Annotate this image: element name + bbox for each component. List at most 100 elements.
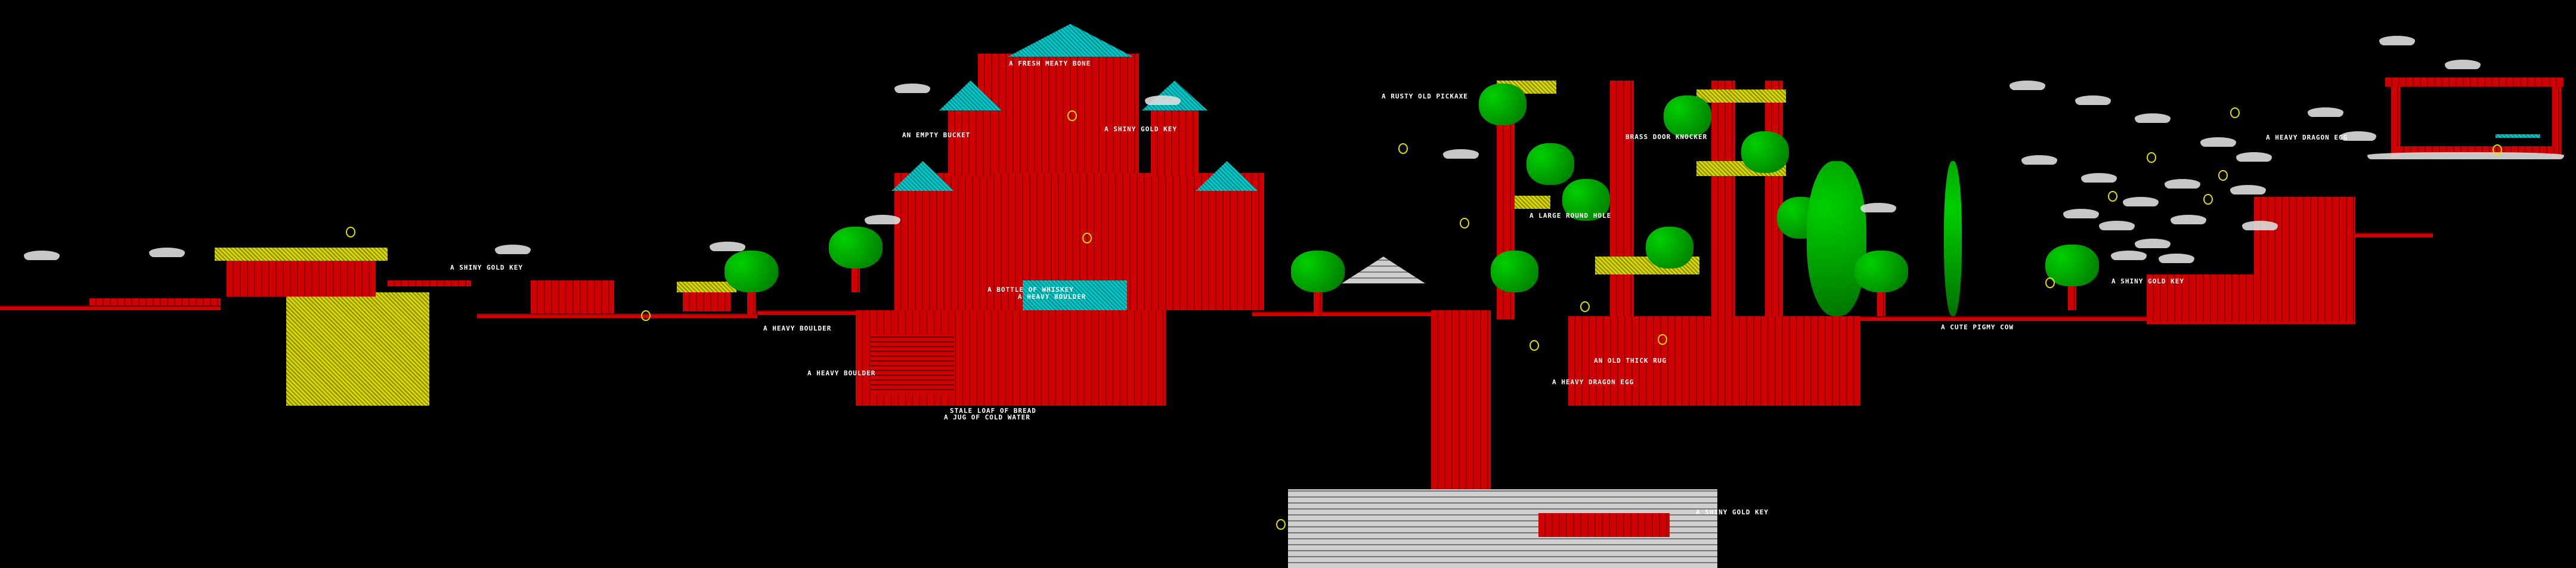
sky-building-roof xyxy=(2385,78,2564,87)
cloud-platform xyxy=(2367,152,2564,159)
rocky-hill-top xyxy=(2254,197,2355,322)
gold-coin-icon xyxy=(1658,334,1667,345)
tree-trunk xyxy=(1711,81,1735,319)
tree-canopy xyxy=(724,251,778,292)
item-label-stale-bread: STALE LOAF OF BREAD xyxy=(950,407,1036,415)
boulder-pile xyxy=(531,280,614,313)
cloud xyxy=(2200,137,2236,147)
cloud xyxy=(2099,221,2135,230)
cloud xyxy=(2242,221,2278,230)
cloud xyxy=(1860,203,1896,212)
rocky-hill xyxy=(2147,274,2254,322)
tree-trunk xyxy=(1314,292,1322,316)
ground xyxy=(0,305,221,310)
tree-trunk xyxy=(852,268,860,292)
item-label-pigmy-cow: A CUTE PIGMY COW xyxy=(1941,323,2014,331)
thatched-roof xyxy=(215,248,388,261)
cloud xyxy=(2308,107,2343,117)
gold-coin-icon xyxy=(1067,110,1077,121)
ground xyxy=(1789,316,2147,321)
tree-trunk xyxy=(2068,286,2076,310)
wooden-dock xyxy=(89,298,221,305)
foliage xyxy=(1646,227,1693,268)
treehouse-roof xyxy=(1515,196,1550,209)
castle-right-tower-roof xyxy=(1142,81,1208,110)
gold-coin-icon xyxy=(1082,233,1092,243)
hut-roof xyxy=(677,282,736,292)
item-label-brass-door-knocker: BRASS DOOR KNOCKER xyxy=(1626,133,1708,141)
cloud xyxy=(2010,81,2045,90)
item-label-gold-key-2: A SHINY GOLD KEY xyxy=(1104,125,1177,133)
cloud xyxy=(2171,215,2206,224)
item-label-heavy-boulder-1: A HEAVY BOULDER xyxy=(763,325,832,332)
item-label-cold-water-jug: A JUG OF COLD WATER xyxy=(944,413,1030,421)
cavern-bricks xyxy=(1538,513,1670,537)
cloud xyxy=(2123,197,2159,206)
pine-tree xyxy=(1807,161,1866,316)
cloud xyxy=(24,251,60,260)
gold-coin-icon xyxy=(1460,218,1469,229)
rope-bridge xyxy=(2355,233,2433,237)
gold-coin-icon xyxy=(1580,301,1590,312)
cloud xyxy=(2063,209,2099,218)
vertical-shaft xyxy=(1431,310,1491,495)
gold-coin-icon xyxy=(1276,519,1286,530)
ground xyxy=(757,310,936,315)
tree-canopy xyxy=(829,227,883,268)
item-label-dragon-egg-2: A HEAVY DRAGON EGG xyxy=(2266,134,2348,141)
cloud xyxy=(2135,239,2171,248)
cloud xyxy=(1443,149,1479,159)
gold-coin-icon xyxy=(2218,170,2228,181)
cloud xyxy=(865,215,900,224)
cloud xyxy=(2075,95,2111,105)
sky-table xyxy=(2496,134,2540,138)
cellar-rocks xyxy=(871,334,954,394)
gold-coin-icon xyxy=(2045,277,2055,288)
gold-coin-icon xyxy=(2230,107,2240,118)
foliage xyxy=(1664,95,1711,137)
tree-trunk xyxy=(1765,81,1783,319)
underground-rooms xyxy=(1568,316,1860,406)
tree-trunk xyxy=(1610,81,1634,319)
foliage xyxy=(1491,251,1538,292)
item-label-rusty-pickaxe: A RUSTY OLD PICKAXE xyxy=(1382,92,1468,100)
cloud xyxy=(149,248,185,257)
treehouse-roof xyxy=(1696,89,1786,103)
cloud xyxy=(2081,173,2117,183)
sky-building-wall xyxy=(2552,87,2561,158)
item-label-meaty-bone: A FRESH MEATY BONE xyxy=(1009,60,1091,67)
item-label-whiskey-bottle: A BOTTLE OF WHISKEY xyxy=(987,286,1074,294)
item-label-heavy-boulder-3: A HEAVY BOULDER xyxy=(1018,293,1086,301)
castle-keep xyxy=(978,54,1139,173)
sky-building-wall xyxy=(2391,87,2400,158)
foliage xyxy=(1479,84,1527,125)
hut-wall xyxy=(683,292,730,311)
mountain xyxy=(1342,257,1425,283)
item-label-old-thick-rug: AN OLD THICK RUG xyxy=(1594,357,1667,365)
item-label-gold-key-3: A SHINY GOLD KEY xyxy=(2111,277,2184,285)
gold-coin-icon xyxy=(2493,144,2502,155)
tree-canopy xyxy=(1854,251,1908,292)
castle-main-roof xyxy=(1008,24,1133,57)
cloud xyxy=(2159,254,2194,263)
ground xyxy=(1252,311,1443,316)
gold-coin-icon xyxy=(2203,194,2213,205)
cloud xyxy=(2379,36,2415,45)
cloud xyxy=(2445,60,2481,69)
gold-coin-icon xyxy=(1530,340,1539,351)
cloud xyxy=(2165,179,2200,189)
beanstalk xyxy=(1944,161,1962,316)
cloud xyxy=(1145,95,1181,105)
foliage xyxy=(1527,143,1574,185)
house-wall xyxy=(227,261,376,297)
cloud xyxy=(2340,131,2376,141)
right-tower xyxy=(1151,110,1199,176)
bridge xyxy=(388,280,471,286)
item-label-empty-bucket: AN EMPTY BUCKET xyxy=(902,131,971,139)
cloud xyxy=(2111,251,2147,260)
tree-canopy xyxy=(1291,251,1345,292)
cloud xyxy=(2236,152,2272,162)
item-label-gold-key-4: A SHINY GOLD KEY xyxy=(1696,508,1769,516)
cloud xyxy=(894,84,930,93)
